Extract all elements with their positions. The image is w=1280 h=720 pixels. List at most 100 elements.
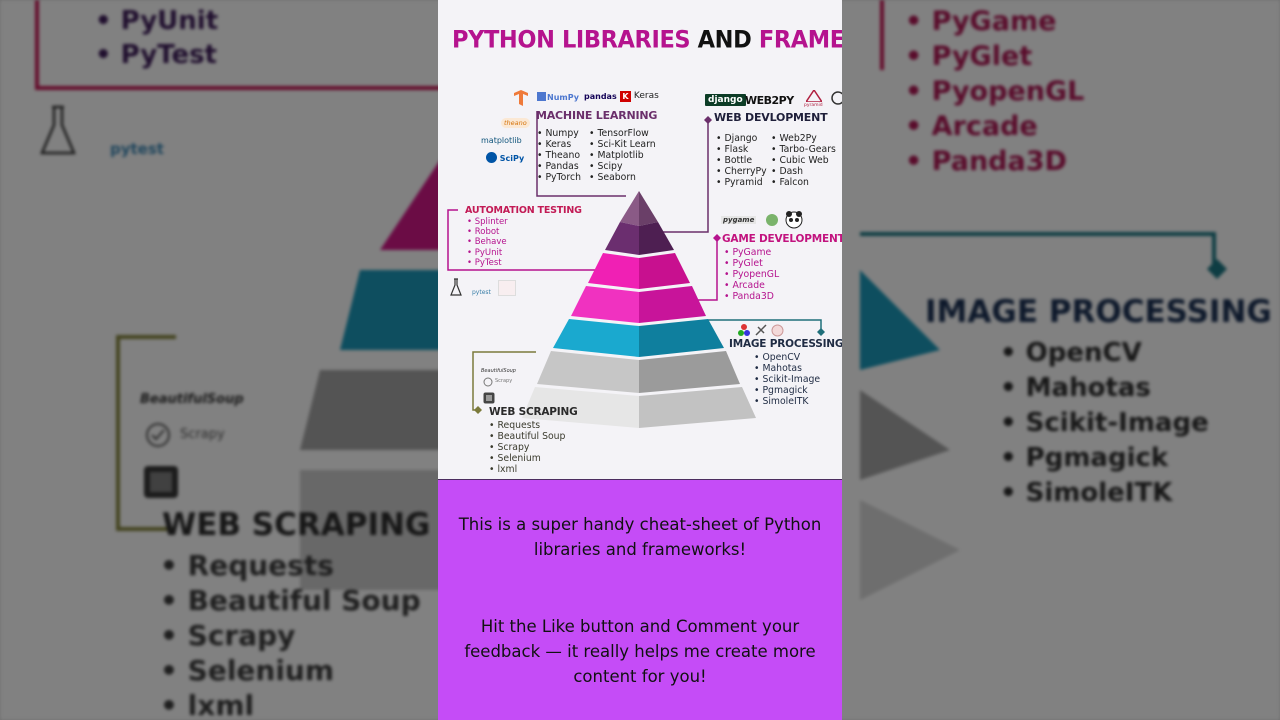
- bg-testing-list: PyUnit PyTest: [95, 4, 218, 72]
- bg-game-frame: [880, 0, 900, 70]
- ml-item: Sci-Kit Learn: [589, 139, 655, 150]
- selenium-icon: [483, 392, 495, 404]
- bg-scrapy-logo: Scrapy: [180, 427, 225, 442]
- caption-line-2: Hit the Like button and Comment your fee…: [464, 617, 816, 686]
- bg-scraping-icon: [144, 466, 178, 498]
- scikit-image-icon: [771, 324, 784, 337]
- ml-item: Theano: [537, 150, 581, 161]
- web-item: Cubic Web: [771, 155, 836, 166]
- image-item: Scikit-Image: [754, 374, 820, 385]
- web-item: CherryPy: [716, 166, 766, 177]
- bg-pytest-logo: pytest: [110, 140, 164, 158]
- image-item: SimoleITK: [754, 396, 820, 407]
- web-list-col2: Web2Py Tarbo-Gears Cubic Web Dash Falcon: [771, 133, 836, 188]
- game-item: PyGame: [724, 247, 779, 258]
- bg-list-item: Arcade: [905, 109, 1084, 144]
- pyglet-icon: [766, 214, 778, 226]
- web-item: Flask: [716, 144, 767, 155]
- bg-list-item: OpenCV: [1000, 336, 1209, 371]
- scraping-item: Selenium: [489, 453, 565, 464]
- scraping-list: Requests Beautiful Soup Scrapy Selenium …: [489, 420, 565, 475]
- theano-logo: theano: [501, 118, 530, 128]
- caption-line-1: This is a super handy cheat-sheet of Pyt…: [458, 515, 822, 559]
- infographic-title: PYTHON LIBRARIES AND FRAMEWORKS: [452, 26, 842, 54]
- image-list: OpenCV Mahotas Scikit-Image Pgmagick Sim…: [754, 352, 820, 407]
- tensorflow-icon: [514, 90, 528, 106]
- web-item: Tarbo-Gears: [771, 144, 835, 155]
- scraping-item: lxml: [489, 464, 565, 475]
- opencv-icon: [738, 324, 750, 336]
- flask-icon: [40, 105, 76, 155]
- web-item: Pyramid: [716, 177, 767, 188]
- bg-list-item: Requests: [160, 548, 421, 583]
- bg-list-item: Panda3D: [905, 144, 1084, 179]
- title-and: AND: [697, 25, 752, 55]
- ml-item: Numpy: [537, 128, 581, 139]
- web-item: Web2Py: [771, 133, 836, 144]
- bg-list-item: PyUnit: [95, 4, 218, 38]
- cherrypy-icon: [831, 91, 842, 105]
- numpy-logo-text: NumPy: [547, 93, 579, 102]
- scrapy-logo: Scrapy: [495, 378, 513, 384]
- ml-item: Pandas: [537, 161, 581, 172]
- automation-item: PyUnit: [467, 248, 508, 258]
- ml-item: PyTorch: [537, 172, 581, 183]
- bg-list-item: Beautiful Soup: [160, 583, 421, 618]
- automation-title: AUTOMATION TESTING: [465, 205, 582, 216]
- bg-scraping-list: Requests Beautiful Soup Scrapy Selenium …: [160, 548, 421, 720]
- title-part1: PYTHON LIBRARIES: [452, 25, 691, 55]
- ml-item: Scipy: [589, 161, 656, 172]
- numpy-logo: NumPy: [537, 92, 579, 102]
- bg-list-item: PyTest: [95, 38, 218, 72]
- game-item: PyGlet: [724, 258, 779, 269]
- bg-list-item: Scikit-Image: [1000, 406, 1209, 441]
- mahotas-icon: [755, 324, 767, 336]
- bg-list-item: Mahotas: [1000, 371, 1209, 406]
- automation-item: PyTest: [467, 258, 508, 268]
- game-list: PyGame PyGlet PyopenGL Arcade Panda3D: [724, 247, 779, 302]
- web-list-col1: Django Flask Bottle CherryPy Pyramid: [716, 133, 767, 188]
- short-panel: PYTHON LIBRARIES AND FRAMEWORKS: [438, 0, 842, 720]
- scraping-item: Beautiful Soup: [489, 431, 565, 442]
- keras-logo-text: Keras: [633, 91, 659, 101]
- robot-framework-icon: [450, 278, 462, 296]
- ml-list-col2: TensorFlow Sci-Kit Learn Matplotlib Scip…: [589, 128, 656, 183]
- bg-list-item: PyGlet: [905, 39, 1084, 74]
- beautifulsoup-logo: BeautifulSoup: [481, 368, 516, 374]
- ml-item: TensorFlow: [589, 128, 656, 139]
- pyramid-logo-icon: [806, 90, 822, 102]
- bg-scraping-connector: [116, 335, 176, 531]
- web-title: WEB DEVLOPMENT: [714, 111, 828, 124]
- web-item: Django: [716, 133, 767, 144]
- scrapy-icon: [483, 377, 493, 387]
- matplotlib-logo: matplotlib: [481, 136, 522, 145]
- bg-image-list: OpenCV Mahotas Scikit-Image Pgmagick Sim…: [1000, 336, 1209, 511]
- scipy-logo: SciPy: [486, 152, 524, 163]
- pygame-logo: pygame: [721, 216, 757, 224]
- ml-item: Seaborn: [589, 172, 656, 183]
- scraping-item: Scrapy: [489, 442, 565, 453]
- web2py-logo: WEB2PY: [745, 94, 794, 107]
- bg-image-title: IMAGE PROCESSING: [925, 294, 1272, 330]
- keras-logo: K Keras: [620, 91, 659, 102]
- image-item: Pgmagick: [754, 385, 820, 396]
- bg-list-item: SimoleITK: [1000, 476, 1209, 511]
- image-title: IMAGE PROCESSING: [729, 338, 842, 350]
- scipy-logo-text: SciPy: [499, 154, 525, 163]
- game-item: Panda3D: [724, 291, 779, 302]
- image-item: OpenCV: [754, 352, 820, 363]
- scraping-item: Requests: [489, 420, 565, 431]
- bg-list-item: PyopenGL: [905, 74, 1085, 109]
- behave-logo-icon: [498, 280, 516, 296]
- panda-icon: [785, 211, 803, 229]
- django-logo: django: [705, 94, 746, 106]
- bg-list-item: Scrapy: [160, 618, 421, 653]
- scraping-title: WEB SCRAPING: [489, 406, 578, 418]
- title-part2: FRAMEWORKS: [758, 25, 842, 55]
- bg-list-item: Pgmagick: [1000, 441, 1209, 476]
- ml-title: MACHINE LEARNING: [536, 109, 658, 122]
- web-item: Dash: [771, 166, 836, 177]
- bg-scraping-title: WEB SCRAPING: [162, 507, 431, 543]
- bg-beautifulsoup-logo: BeautifulSoup: [140, 392, 244, 407]
- game-item: Arcade: [724, 280, 779, 291]
